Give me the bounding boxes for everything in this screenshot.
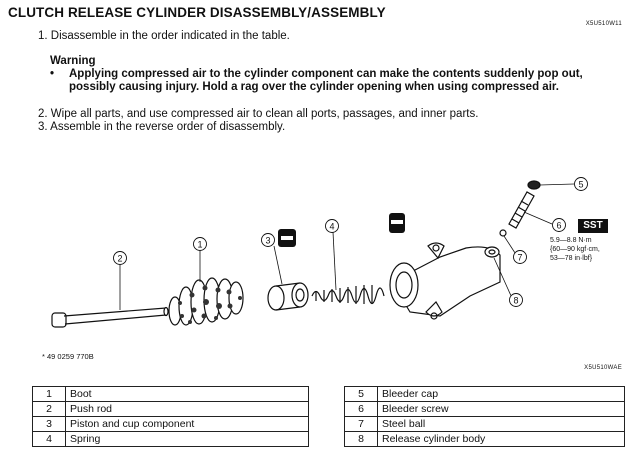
part-number-cell: 3 [32, 416, 66, 432]
part-name-cell: Spring [65, 431, 309, 447]
leader-lines [119, 183, 575, 310]
bleeder-screw-part [508, 191, 535, 229]
steel-ball-part [499, 229, 507, 237]
parts-table-right: 5 Bleeder cap 6 Bleeder screw 7 Steel ba… [344, 386, 625, 447]
part-name-cell: Steel ball [377, 416, 625, 432]
table-row: 4 Spring [32, 431, 309, 447]
boot-texture [178, 285, 242, 324]
torque-line-1: 5.9—8.8 N·m [550, 237, 592, 244]
part-number-cell: 2 [32, 401, 66, 417]
callout-2: 2 [117, 254, 122, 264]
callout-7: 7 [517, 253, 522, 263]
warning-text: Applying compressed air to the cylinder … [69, 68, 583, 93]
callout-circle-2 [113, 251, 127, 265]
callout-circle-4 [325, 219, 339, 233]
part-number-cell: 8 [344, 431, 378, 447]
step-3: 3. Assemble in the reverse order of disa… [38, 121, 286, 133]
table-row: 7 Steel ball [344, 416, 625, 432]
part-name-cell: Push rod [65, 401, 309, 417]
callout-circle-1 [193, 237, 207, 251]
callout-circle-5 [574, 177, 588, 191]
piston-cup-part [267, 282, 309, 311]
part-number-cell: 4 [32, 431, 66, 447]
part-name-cell: Bleeder cap [377, 386, 625, 402]
callout-circle-3 [261, 233, 275, 247]
part-number-cell: 7 [344, 416, 378, 432]
step-1: 1. Disassemble in the order indicated in… [38, 30, 290, 42]
table-row: 3 Piston and cup component [32, 416, 309, 432]
torque-line-3: 53—78 in·lbf} [550, 255, 593, 262]
sst-badge: SST [578, 219, 608, 233]
table-row: 6 Bleeder screw [344, 401, 625, 417]
part-number-cell: 6 [344, 401, 378, 417]
callout-4: 4 [329, 222, 334, 232]
torque-spec: 5.9—8.8 N·m {60—90 kgf·cm, 53—78 in·lbf} [550, 236, 600, 263]
page-title: CLUTCH RELEASE CYLINDER DISASSEMBLY/ASSE… [8, 5, 386, 20]
table-row: 5 Bleeder cap [344, 386, 625, 402]
table-row: 1 Boot [32, 386, 309, 402]
figure-code-top: X5U510W11 [585, 21, 622, 27]
brake-fluid-icon [389, 213, 405, 233]
spring-part [311, 285, 385, 305]
callout-1: 1 [197, 240, 202, 250]
push-rod-part [51, 306, 169, 328]
warning-bullet: • [50, 68, 55, 80]
part-number-cell: 1 [32, 386, 66, 402]
callout-5: 5 [578, 180, 583, 190]
bleeder-cap-part [527, 180, 541, 190]
boot-part [168, 277, 244, 326]
part-name-cell: Bleeder screw [377, 401, 625, 417]
callout-6: 6 [556, 221, 561, 231]
table-row: 8 Release cylinder body [344, 431, 625, 447]
release-cylinder-body [389, 242, 501, 320]
warning-heading: Warning [50, 55, 96, 67]
callout-circle-7 [513, 250, 527, 264]
figure-code-bottom: X5U510WAE [584, 365, 622, 371]
callout-8: 8 [513, 296, 518, 306]
callout-circle-8 [509, 293, 523, 307]
parts-table-left: 1 Boot 2 Push rod 3 Piston and cup compo… [32, 386, 309, 447]
step-2: 2. Wipe all parts, and use compressed ai… [38, 108, 479, 120]
exploded-view-diagram: 1 2 3 4 5 6 7 8 [51, 177, 588, 328]
warning-block: • Applying compressed air to the cylinde… [50, 68, 610, 94]
grease-icon [278, 229, 296, 247]
part-name-cell: Release cylinder body [377, 431, 625, 447]
tool-part-number: * 49 0259 770B [42, 352, 94, 361]
callout-3: 3 [265, 236, 270, 246]
callout-circle-6 [552, 218, 566, 232]
part-name-cell: Piston and cup component [65, 416, 309, 432]
torque-line-2: {60—90 kgf·cm, [550, 246, 600, 253]
table-row: 2 Push rod [32, 401, 309, 417]
part-name-cell: Boot [65, 386, 309, 402]
part-number-cell: 5 [344, 386, 378, 402]
